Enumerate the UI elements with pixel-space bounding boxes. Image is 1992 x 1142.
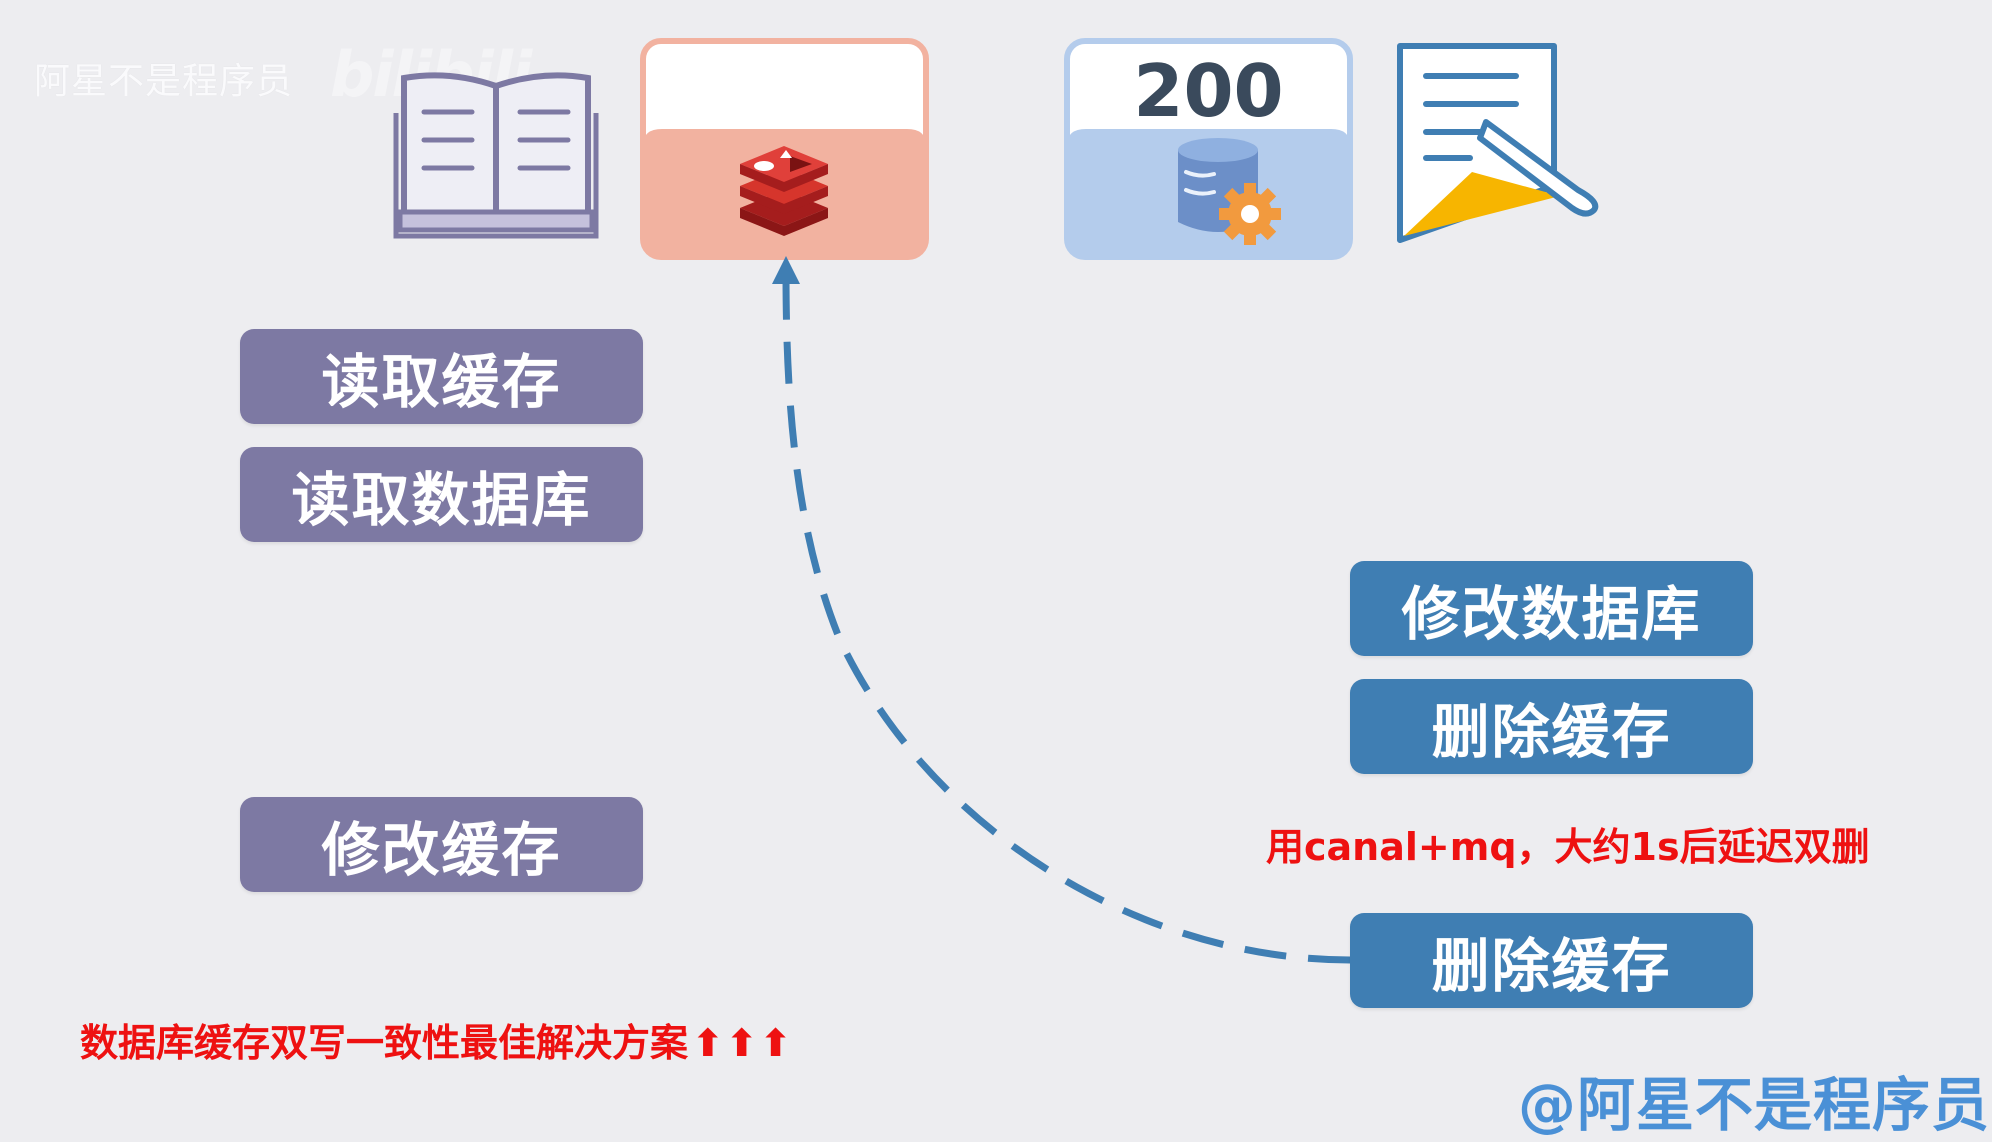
- delete-cache-step-1: 删除缓存: [1350, 679, 1753, 774]
- status-code: 200: [1133, 49, 1284, 133]
- read-cache-step: 读取缓存: [240, 329, 643, 424]
- delay-delete-arrow: [772, 256, 1351, 964]
- update-db-step: 修改数据库: [1350, 561, 1753, 656]
- channel-watermark: 阿星不是程序员: [34, 61, 294, 102]
- caption-text: 数据库缓存双写一致性最佳解决方案: [80, 1021, 689, 1065]
- delete-cache-step-2: 删除缓存: [1350, 913, 1753, 1008]
- update-cache-step: 修改缓存: [240, 797, 643, 892]
- database-gear-icon: [1178, 138, 1281, 245]
- book-icon: [393, 72, 599, 239]
- document-edit-icon: [1397, 43, 1599, 243]
- delay-double-delete-note: 用canal+mq，大约1s后延迟双删: [1266, 825, 1870, 869]
- redis-icon: [740, 146, 828, 236]
- footer-caption: 数据库缓存双写一致性最佳解决方案⬆⬆⬆: [80, 1012, 794, 1067]
- author-handle: @阿星不是程序员: [1517, 1071, 1990, 1139]
- up-arrows-icon: ⬆⬆⬆: [692, 1021, 794, 1065]
- read-db-step: 读取数据库: [240, 447, 643, 542]
